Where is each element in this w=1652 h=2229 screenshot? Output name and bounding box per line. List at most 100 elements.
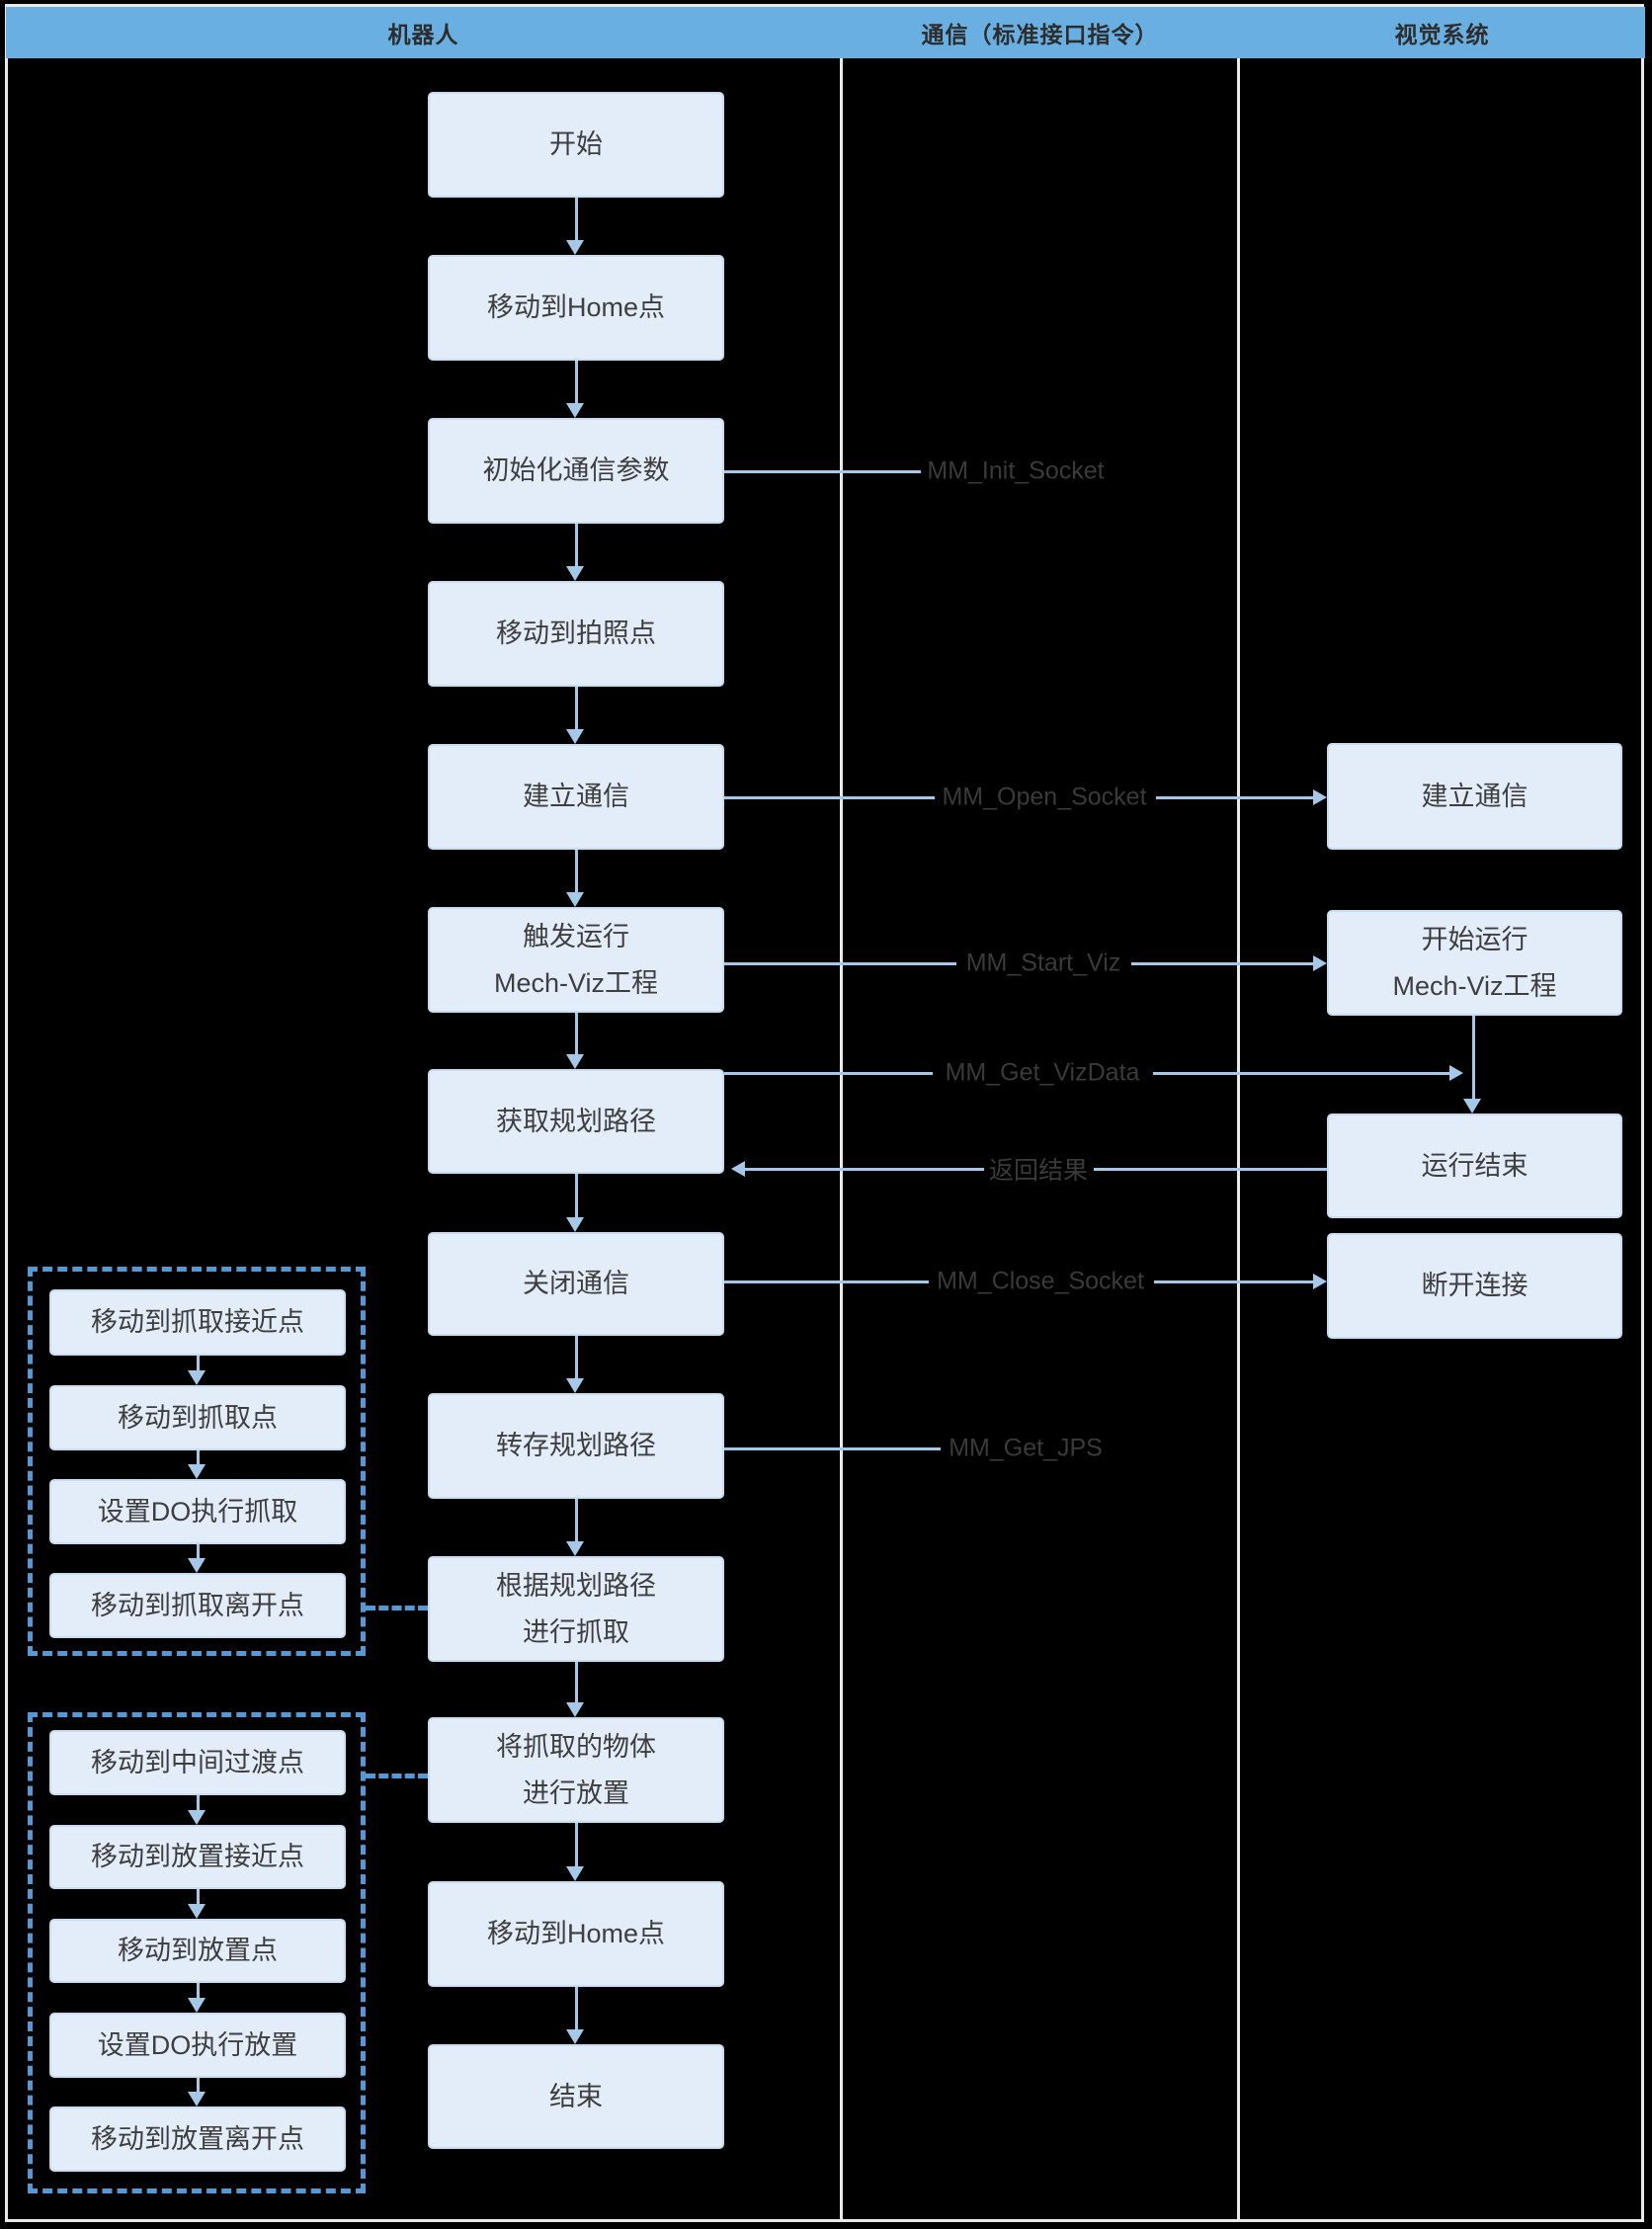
message-line-return-result [1094,1168,1327,1171]
node-close-comm-label: 关闭通信 [523,1269,629,1299]
flow-arrow-line [575,524,578,566]
node-set-do-place: 设置DO执行放置 [49,2013,346,2078]
lane-divider [840,4,843,2222]
arrow-down-icon [566,1054,584,1069]
node-move-to-intermediate: 移动到中间过渡点 [49,1730,346,1795]
flow-arrow-line [197,1544,200,1558]
node-move-to-photo-point-label: 移动到拍照点 [496,619,656,649]
node-place-object: 将抓取的物体进行放置 [428,1717,724,1823]
node-move-to-place-point: 移动到放置点 [49,1919,346,1983]
flow-arrow-line [575,850,578,892]
node-close-comm: 关闭通信 [428,1232,724,1336]
flow-arrow-line [575,1662,578,1702]
message-label-mm-init-socket: MM_Init_Socket [927,456,1105,485]
message-label-return-result: 返回结果 [988,1157,1089,1185]
group-pick-sequence [28,1267,366,1656]
node-set-do-pick-label: 设置DO执行抓取 [97,1496,298,1527]
node-pick-by-path-label: 进行抓取 [523,1616,629,1647]
node-move-to-photo-point: 移动到拍照点 [428,581,724,687]
arrow-down-icon [566,1866,584,1881]
link-place-link [366,1774,428,1778]
message-line-mm-close-socket [724,1280,929,1283]
node-save-planned-path: 转存规划路径 [428,1393,724,1499]
node-move-to-home-label: 移动到Home点 [486,292,666,323]
flow-arrow-line [575,1174,578,1217]
arrow-down-icon [566,240,584,255]
node-start-label: 开始 [549,129,603,160]
arrow-down-icon [566,2029,584,2044]
message-line-mm-start-viz [724,962,956,965]
message-line-mm-init-socket [724,470,921,473]
node-trigger-mech-viz: 触发运行 Mech-Viz工程 [428,907,724,1013]
flow-arrow-line [197,2078,200,2092]
node-trigger-mech-viz-label: 触发运行 [523,922,629,952]
diagram-frame [5,4,1644,2222]
lane-divider [1237,4,1240,2222]
node-end: 结束 [428,2044,724,2149]
node-establish-comm-label: 建立通信 [523,782,629,812]
message-line-mm-close-socket [1154,1280,1313,1283]
message-line-mm-get-vizdata [724,1072,933,1075]
node-save-planned-path-label: 转存规划路径 [496,1431,656,1461]
flow-arrow-line [197,1983,200,1998]
message-label-mm-get-jps: MM_Get_JPS [949,1434,1103,1462]
arrow-down-icon [566,403,584,418]
arrow-left-icon [731,1161,745,1177]
node-vision-disconnect-label: 断开连接 [1421,1271,1528,1301]
message-label-mm-close-socket: MM_Close_Socket [937,1267,1144,1295]
node-move-to-pick-departure-label: 移动到抓取离开点 [91,1590,304,1620]
node-move-to-pick-point: 移动到抓取点 [49,1385,346,1450]
flow-arrow-line [197,1889,200,1904]
flow-arrow-line [575,1013,578,1054]
message-label-mm-start-viz: MM_Start_Viz [965,949,1121,977]
node-move-to-home-again-label: 移动到Home点 [486,1919,666,1949]
lane-header-communication: 通信（标准接口指令） [841,7,1239,58]
node-establish-comm: 建立通信 [428,744,724,850]
message-line-mm-get-jps [724,1447,941,1450]
node-pick-by-path-label: 根据规划路径 [496,1571,656,1602]
flow-arrow-line [575,1336,578,1378]
flow-arrow-line [197,1450,200,1464]
node-move-to-pick-approach-label: 移动到抓取接近点 [91,1307,304,1338]
node-move-to-pick-departure: 移动到抓取离开点 [49,1573,346,1638]
node-vision-establish-comm-label: 建立通信 [1421,781,1528,811]
flow-arrow-line [1472,1016,1475,1099]
node-get-planned-path: 获取规划路径 [428,1069,724,1174]
arrow-down-icon [188,1810,206,1825]
node-vision-establish-comm: 建立通信 [1327,743,1622,850]
message-label-mm-open-socket: MM_Open_Socket [942,783,1147,811]
node-vision-start-mech-viz-label: Mech-Viz工程 [1392,970,1557,1001]
node-move-to-pick-point-label: 移动到抓取点 [118,1402,278,1433]
node-set-do-place-label: 设置DO执行放置 [97,2029,298,2060]
arrow-right-icon [1449,1065,1463,1081]
arrow-down-icon [566,1378,584,1393]
node-set-do-pick: 设置DO执行抓取 [49,1479,346,1544]
node-end-label: 结束 [549,2081,603,2111]
arrow-right-icon [1313,955,1327,971]
node-place-object-label: 进行放置 [523,1777,629,1808]
arrow-down-icon [566,1541,584,1556]
node-vision-start-mech-viz-label: 开始运行 [1421,925,1528,955]
flow-arrow-line [197,1356,200,1370]
message-line-mm-open-socket [1156,796,1313,799]
node-move-to-pick-approach: 移动到抓取接近点 [49,1289,346,1356]
node-move-to-place-departure-label: 移动到放置离开点 [91,2123,304,2154]
node-move-to-home: 移动到Home点 [428,255,724,361]
flow-arrow-line [197,1795,200,1810]
node-move-to-place-departure: 移动到放置离开点 [49,2106,346,2172]
node-move-to-home-again: 移动到Home点 [428,1881,724,1987]
arrow-down-icon [188,1904,206,1919]
node-trigger-mech-viz-label: Mech-Viz工程 [493,967,659,998]
link-pick-link [366,1606,428,1610]
arrow-down-icon [566,566,584,581]
node-init-comm-params: 初始化通信参数 [428,418,724,524]
lane-header-robot: 机器人 [6,7,841,58]
arrow-right-icon [1313,1274,1327,1289]
flow-arrow-line [575,687,578,729]
arrow-down-icon [188,1464,206,1479]
flow-arrow-line [575,198,578,240]
flow-arrow-line [575,1823,578,1866]
node-move-to-place-point-label: 移动到放置点 [118,1936,278,1966]
node-place-object-label: 将抓取的物体 [496,1732,656,1763]
